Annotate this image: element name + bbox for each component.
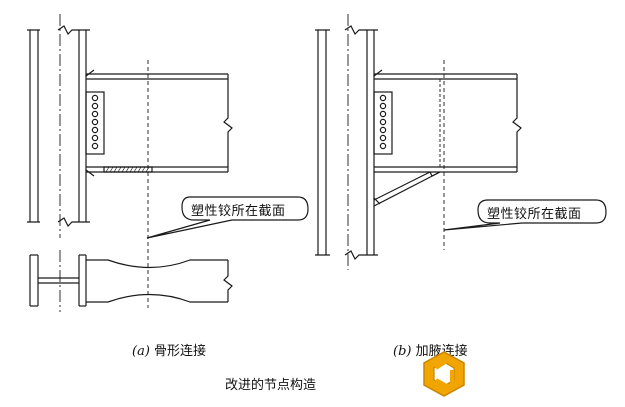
callout-b-text: 塑性铰所在截面	[487, 207, 582, 222]
weld-strip-a	[103, 166, 153, 173]
haunch-b	[373, 171, 441, 207]
caption-a-text: 骨形连接	[154, 344, 207, 359]
beam-b	[373, 69, 522, 173]
caption-b: (b) 加腋连接	[393, 340, 468, 359]
callout-a-text: 塑性铰所在截面	[191, 204, 286, 219]
detail-b-haunch-connection	[315, 14, 607, 270]
shear-tab-a	[85, 91, 105, 155]
shear-tab-b	[373, 91, 393, 155]
caption-a-marker: (a)	[132, 344, 150, 359]
column-b	[315, 25, 378, 261]
detail-a-bone-connection	[27, 14, 309, 312]
hexagon-logo-icon	[423, 351, 465, 397]
caption-a: (a) 骨形连接	[132, 340, 206, 359]
caption-b-text: 加腋连接	[415, 344, 468, 359]
beam-a	[85, 69, 233, 177]
figure-title: 改进的节点构造	[225, 378, 317, 393]
callout-a-bubble	[146, 196, 309, 239]
callout-b-bubble	[443, 199, 607, 231]
column-a	[27, 25, 90, 228]
plan-view-a	[29, 250, 233, 312]
caption-b-marker: (b)	[393, 344, 412, 359]
